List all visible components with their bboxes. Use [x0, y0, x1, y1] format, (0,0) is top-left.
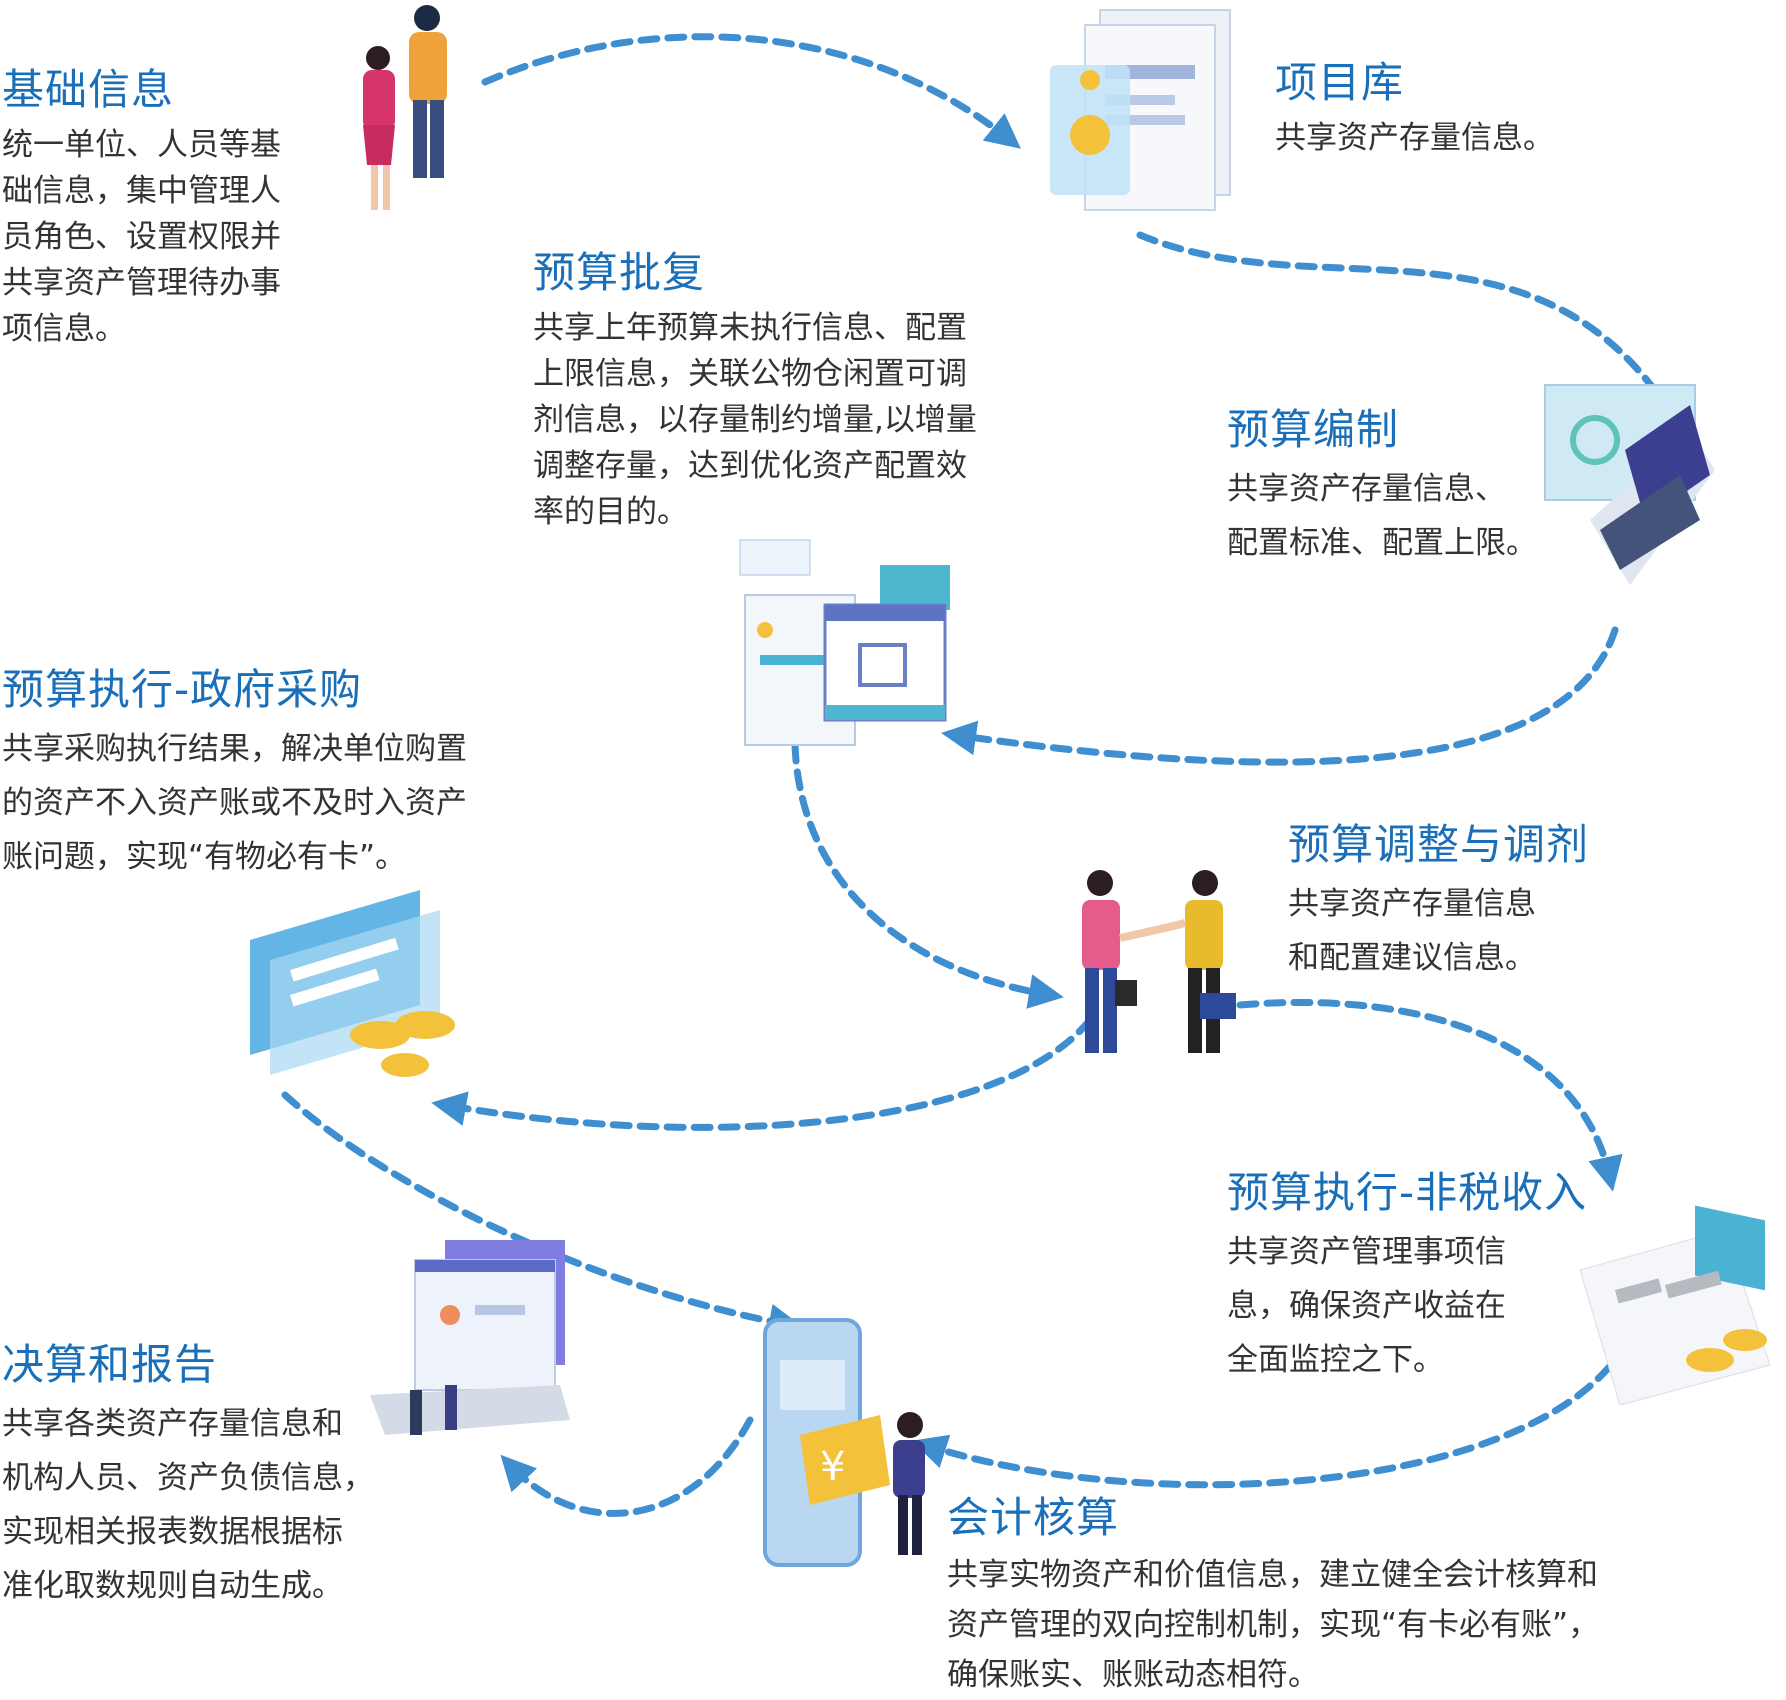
node-title: 预算执行-非税收入	[1227, 1168, 1588, 1217]
node-xiangmu: 项目库 共享资产存量信息。	[1275, 55, 1635, 161]
arrow-xiangmu-to-bianzhi	[1136, 231, 1683, 432]
arrow-tiaozheng-to-feishui	[1236, 998, 1623, 1192]
arrow-tiaozheng-to-caigou	[431, 1016, 1094, 1131]
node-title: 预算编制	[1227, 405, 1400, 454]
node-tiaozheng: 预算调整与调剂 共享资产存量信息 和配置建议信息。	[1288, 817, 1668, 985]
arrow-kuaiji-to-juesuan	[500, 1416, 754, 1517]
node-title: 决算和报告	[2, 1340, 218, 1389]
node-caigou: 预算执行-政府采购 共享采购执行结果，解决单位购置 的资产不入资产账或不及时入资…	[2, 662, 522, 884]
arrow-caigou-to-kuaiji	[281, 1091, 804, 1339]
arrow-bianzhi-to-pifu	[941, 626, 1619, 766]
report-laptop-icon	[370, 1240, 570, 1435]
node-feishui: 预算执行-非税收入 共享资产管理事项信 息，确保资产收益在 全面监控之下。	[1227, 1165, 1597, 1387]
laptop-icon	[1544, 384, 1715, 585]
node-title: 预算批复	[533, 248, 706, 297]
card-icon	[250, 890, 455, 1077]
node-desc: 共享上年预算未执行信息、配置 上限信息，关联公物仓闲置可调 剂信息，以存量制约增…	[533, 310, 977, 530]
node-desc: 共享资产管理事项信 息，确保资产收益在 全面监控之下。	[1227, 1234, 1506, 1378]
node-desc: 共享各类资产存量信息和 机构人员、资产负债信息， 实现相关报表数据根据标 准化取…	[2, 1406, 374, 1604]
node-kuaiji: 会计核算 共享实物资产和价值信息，建立健全会计核算和 资产管理的双向控制机制，实…	[947, 1490, 1747, 1700]
people-icon	[363, 5, 447, 210]
arrow-pifu-to-tiaozheng	[791, 741, 1064, 1009]
arrow-jichu-to-xiangmu	[481, 33, 1021, 149]
node-pifu: 预算批复 共享上年预算未执行信息、配置 上限信息，关联公物仓闲置可调 剂信息，以…	[533, 245, 1033, 535]
node-desc: 共享资产存量信息。	[1275, 120, 1554, 156]
node-title: 预算执行-政府采购	[2, 665, 363, 714]
database-icon	[1050, 9, 1231, 211]
documents-icon	[739, 539, 950, 746]
node-desc: 共享资产存量信息、 配置标准、配置上限。	[1227, 471, 1537, 561]
arrow-feishui-to-kuaiji	[911, 1341, 1629, 1489]
mobile-payment-icon: ¥	[763, 1318, 925, 1567]
node-desc: 共享资产存量信息 和配置建议信息。	[1288, 886, 1536, 976]
node-bianzhi: 预算编制 共享资产存量信息、 配置标准、配置上限。	[1227, 402, 1567, 570]
node-juesuan: 决算和报告 共享各类资产存量信息和 机构人员、资产负债信息， 实现相关报表数据根…	[2, 1337, 402, 1613]
node-title: 基础信息	[2, 65, 175, 114]
handshake-icon	[1082, 870, 1236, 1053]
node-desc: 共享采购执行结果，解决单位购置 的资产不入资产账或不及时入资产 账问题，实现“有…	[2, 731, 467, 875]
node-jichu: 基础信息 统一单位、人员等基 础信息，集中管理人 员角色、设置权限并 共享资产管…	[2, 62, 322, 352]
node-desc: 统一单位、人员等基 础信息，集中管理人 员角色、设置权限并 共享资产管理待办事 …	[2, 127, 281, 347]
receipt-icon	[1579, 1205, 1771, 1405]
svg-text:¥: ¥	[820, 1444, 845, 1490]
node-title: 项目库	[1275, 58, 1405, 107]
node-title: 预算调整与调剂	[1288, 820, 1590, 869]
node-desc: 共享实物资产和价值信息，建立健全会计核算和 资产管理的双向控制机制，实现“有卡必…	[947, 1557, 1600, 1693]
node-title: 会计核算	[947, 1493, 1120, 1542]
